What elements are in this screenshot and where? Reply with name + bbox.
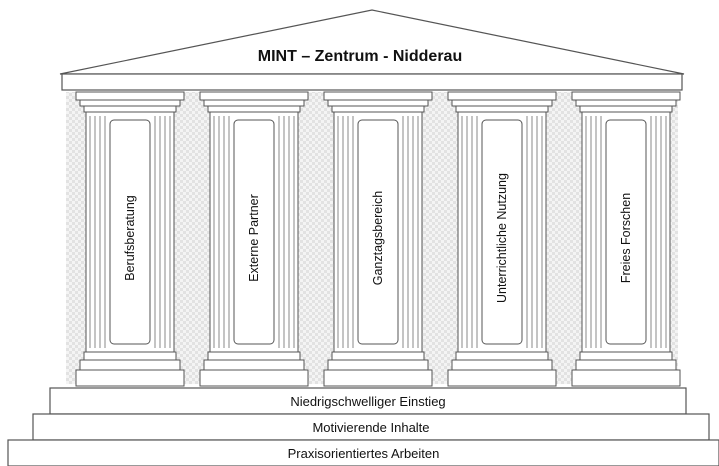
step-label-1: Niedrigschwelliger Einstieg xyxy=(290,393,446,409)
pillar-capital-neck xyxy=(579,105,673,113)
pillars-layer xyxy=(75,91,681,387)
pillar-capital-band xyxy=(79,99,181,107)
pillar-capital-neck xyxy=(455,105,549,113)
step-2 xyxy=(32,413,710,441)
pillar-label-berufsberatung: Berufsberatung xyxy=(123,195,137,281)
pillar-capital-neck xyxy=(207,105,301,113)
pillar-base-mid xyxy=(575,359,677,371)
pillar-text-panel xyxy=(109,119,151,345)
pillar-text-panel xyxy=(481,119,523,345)
pillar-base-ring xyxy=(83,351,177,361)
pillar-3 xyxy=(323,91,433,387)
pillar-capital-top xyxy=(75,91,185,101)
pillar-base-mid xyxy=(327,359,429,371)
step-1 xyxy=(49,387,687,415)
pillar-1 xyxy=(75,91,185,387)
pillar-base-ring xyxy=(455,351,549,361)
pillar-text-panel xyxy=(605,119,647,345)
pillar-2 xyxy=(199,91,309,387)
pillar-label-externe-partner: Externe Partner xyxy=(247,194,261,282)
pillar-capital-top xyxy=(199,91,309,101)
step-label-2: Motivierende Inhalte xyxy=(312,419,430,435)
pillar-capital-neck xyxy=(331,105,425,113)
pillar-plinth xyxy=(447,369,557,387)
step-label-3: Praxisorientiertes Arbeiten xyxy=(287,445,440,461)
pillar-capital-band xyxy=(575,99,677,107)
pillar-plinth xyxy=(75,369,185,387)
pillar-base-ring xyxy=(207,351,301,361)
pillar-base-ring xyxy=(579,351,673,361)
pillar-capital-top xyxy=(323,91,433,101)
pillar-label-ganztagsbereich: Ganztagsbereich xyxy=(371,190,385,286)
pillar-capital-neck xyxy=(83,105,177,113)
roof-beam xyxy=(61,73,683,91)
pillar-base-ring xyxy=(331,351,425,361)
pillar-text-panel xyxy=(357,119,399,345)
page-title: MINT – Zentrum - Nidderau xyxy=(257,48,463,65)
pillar-plinth xyxy=(571,369,681,387)
pillar-4 xyxy=(447,91,557,387)
pillar-base-mid xyxy=(451,359,553,371)
pillar-label-unterrichtliche-nutzung: Unterrichtliche Nutzung xyxy=(495,173,509,303)
pillar-plinth xyxy=(199,369,309,387)
pillar-label-freies-forschen: Freies Forschen xyxy=(619,192,633,284)
pillar-capital-band xyxy=(327,99,429,107)
step-3 xyxy=(7,439,719,466)
pillar-capital-band xyxy=(203,99,305,107)
pillar-plinth xyxy=(323,369,433,387)
pillar-capital-top xyxy=(571,91,681,101)
pillar-capital-band xyxy=(451,99,553,107)
pillar-capital-top xyxy=(447,91,557,101)
pillar-text-panel xyxy=(233,119,275,345)
pillar-base-mid xyxy=(203,359,305,371)
pillar-base-mid xyxy=(79,359,181,371)
pillar-5 xyxy=(571,91,681,387)
